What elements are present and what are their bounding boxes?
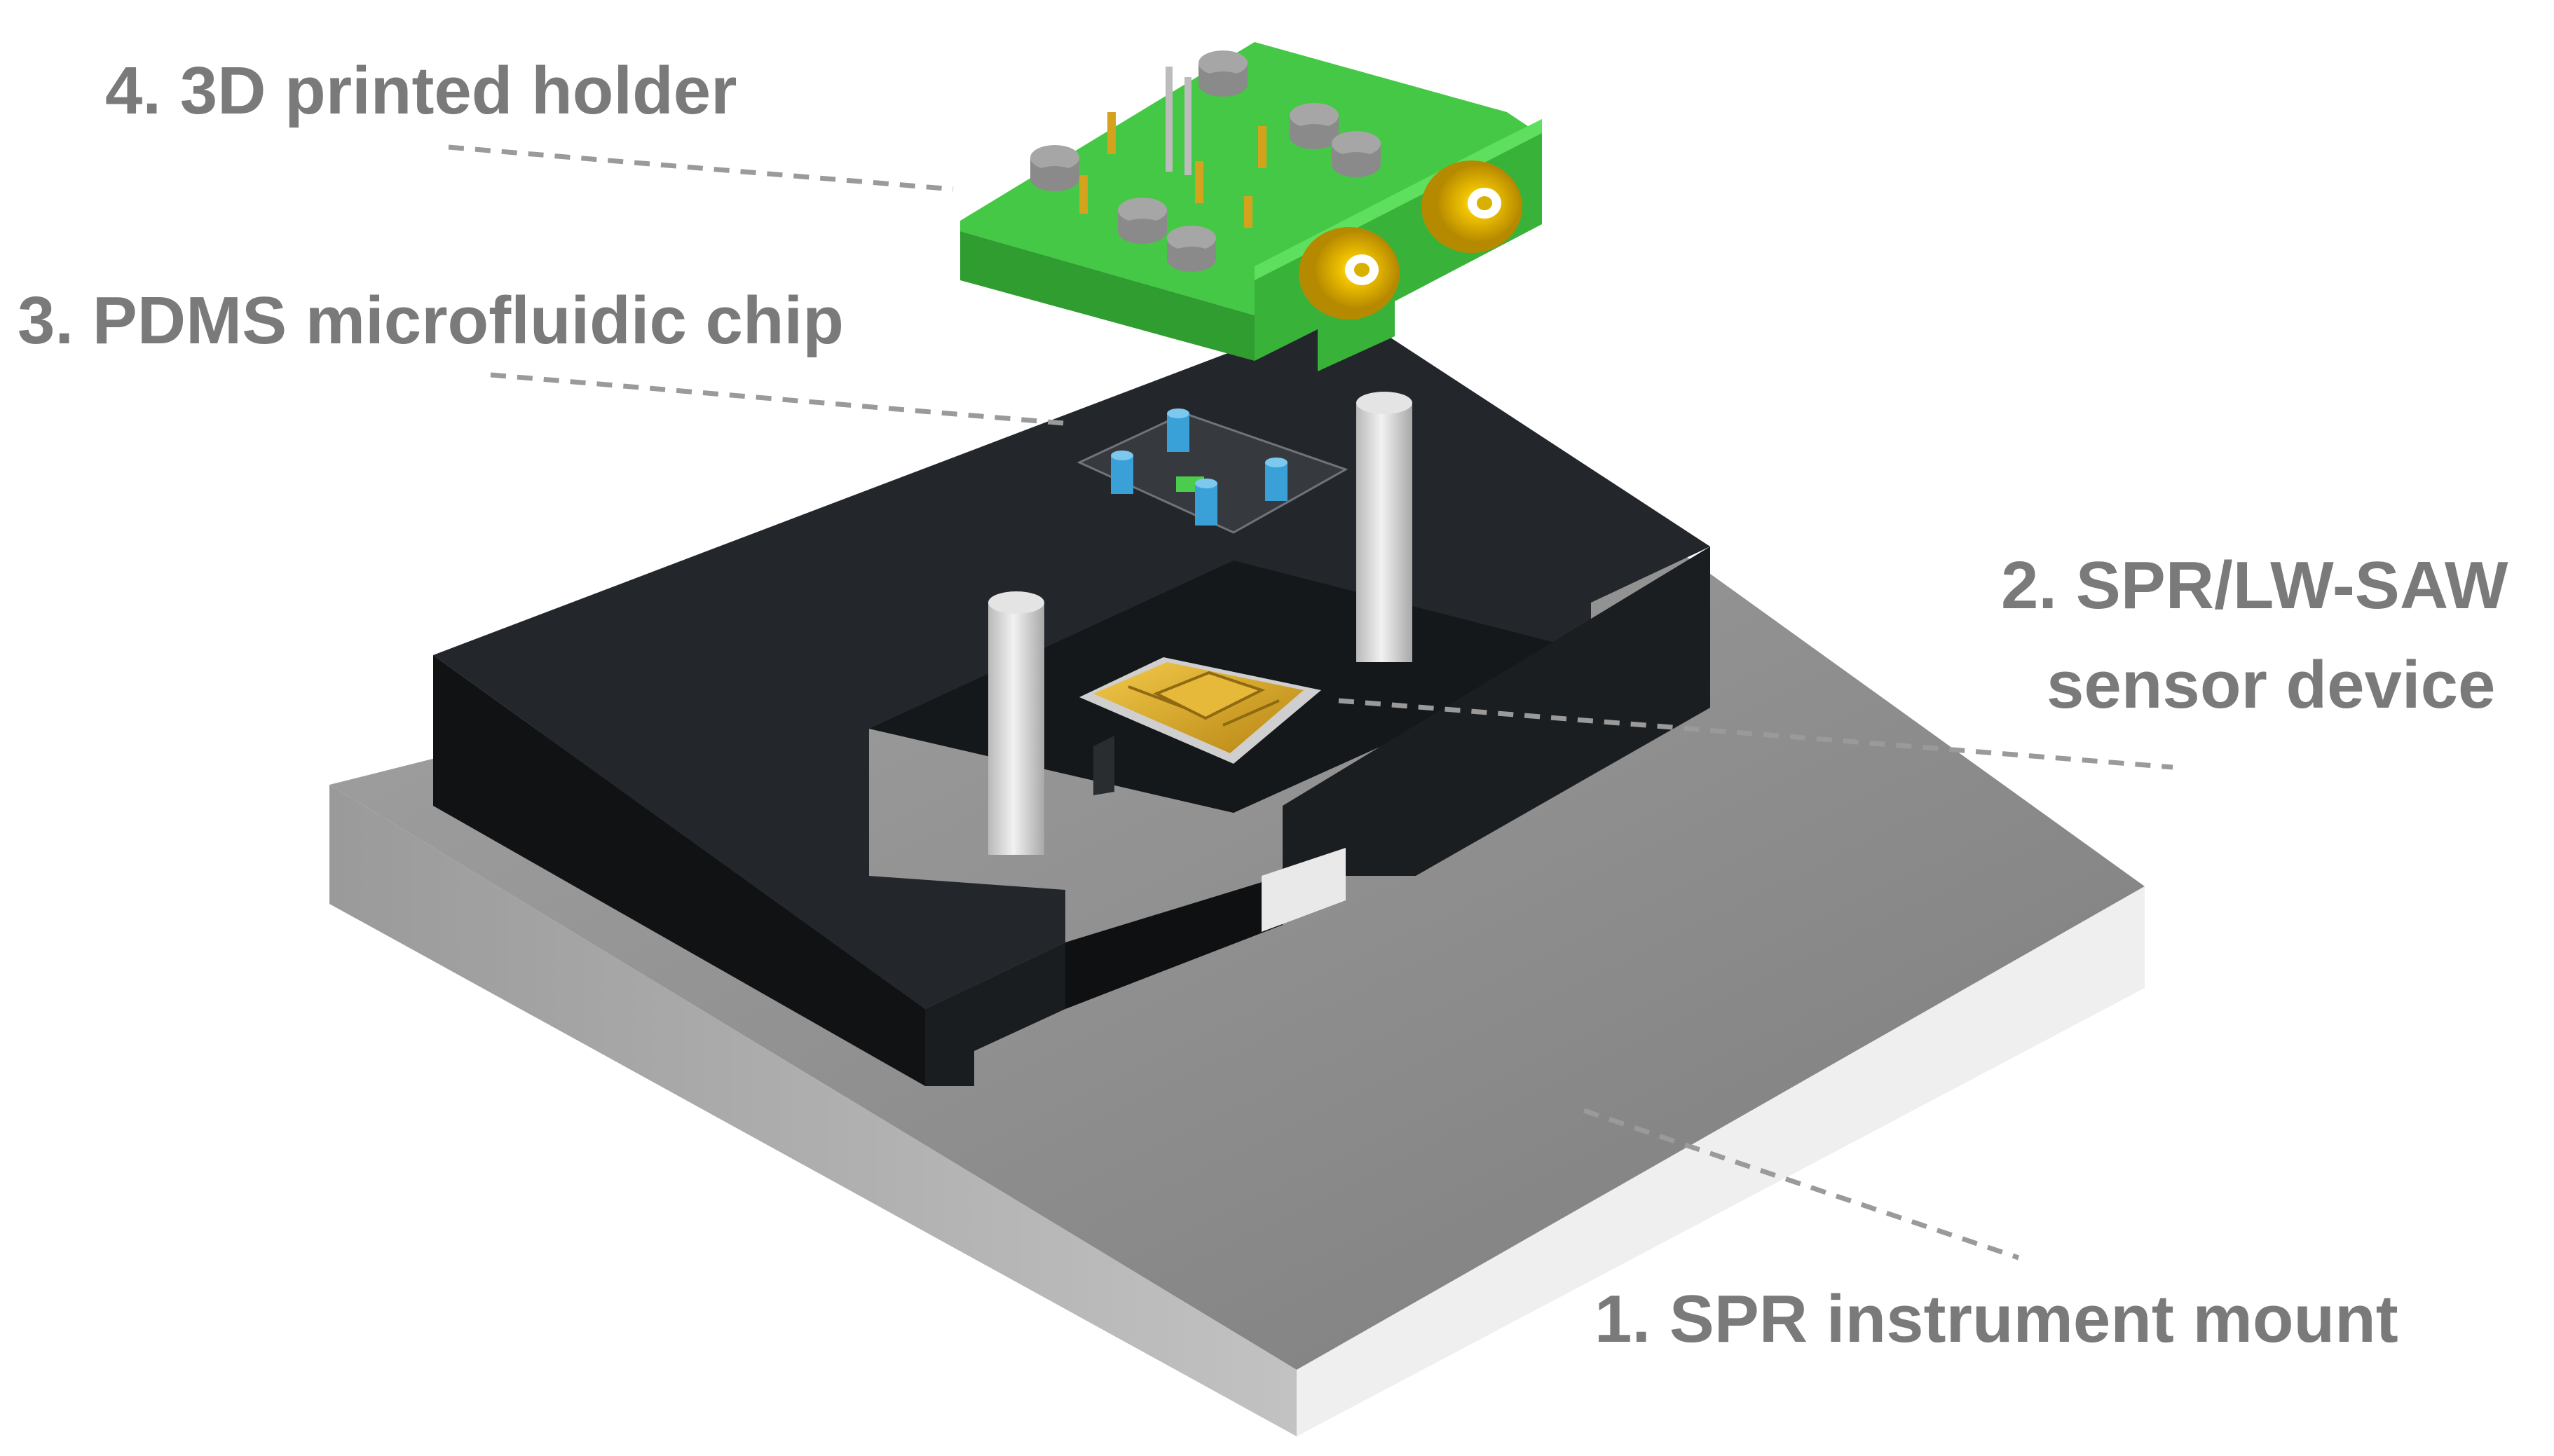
pdms-tube: [1265, 458, 1288, 501]
mount-right-face: [1297, 886, 2145, 1436]
housing-notch-floor: [1065, 876, 1283, 1009]
pillar-body: [1356, 403, 1412, 662]
pillar-top: [988, 591, 1044, 614]
housing-left-face: [433, 655, 925, 1086]
pin: [1166, 67, 1173, 172]
label-3d-printed-holder: 4. 3D printed holder: [105, 53, 737, 128]
printed-holder: [960, 42, 1542, 371]
pdms-tube: [1167, 408, 1189, 452]
holder-top-face: [960, 42, 1542, 315]
leader-line-holder: [448, 144, 954, 192]
spacer-disc: [1118, 198, 1167, 244]
holder-spacer-discs: [1030, 50, 1381, 272]
spacer-disc: [1199, 50, 1248, 97]
spacer-disc: [1290, 103, 1339, 149]
pin: [1079, 175, 1088, 214]
leader-line-sensor: [1338, 698, 2173, 770]
sma-connector: [1299, 227, 1400, 320]
sensor-stem: [1093, 736, 1114, 795]
housing-light-gap: [1262, 848, 1346, 932]
pillar-top: [1356, 392, 1412, 414]
label-pdms-microfluidic-chip: 3. PDMS microfluidic chip: [18, 283, 844, 358]
pdms-channel-tubes: [1111, 408, 1288, 526]
pin: [1107, 112, 1116, 154]
sma-connector: [1421, 160, 1522, 253]
label-sensor-device-line1: 2. SPR/LW-SAW: [2001, 548, 2508, 623]
label-sensor-device-line2: sensor device: [2047, 647, 2495, 722]
holder-front-face: [960, 231, 1255, 361]
pin: [1244, 196, 1252, 228]
spacer-disc: [1030, 145, 1079, 191]
holder-pins: [1079, 67, 1266, 228]
pin: [1258, 126, 1266, 168]
alignment-pillar-right: [1356, 392, 1412, 662]
leader-line-chip: [490, 372, 1073, 427]
spacer-disc: [1167, 226, 1216, 272]
housing-right-face: [1283, 547, 1710, 876]
spacer-disc: [1332, 131, 1381, 177]
pin: [1184, 77, 1191, 175]
sensor-idt-line: [1128, 685, 1185, 709]
leader-line-mount: [1583, 1108, 2020, 1261]
housing-notch-face: [925, 942, 1065, 1086]
pdms-tube: [1195, 479, 1217, 526]
pdms-block: [1077, 412, 1348, 534]
sensor-device: [1079, 657, 1321, 795]
label-spr-instrument-mount: 1. SPR instrument mount: [1594, 1282, 2398, 1357]
pin: [1195, 161, 1203, 203]
alignment-pillar-left: [988, 591, 1044, 855]
sensor-idt-line: [1222, 699, 1280, 727]
pillar-body: [988, 603, 1044, 855]
pdms-microfluidic-chip: [1077, 408, 1348, 534]
mount-left-face: [329, 785, 1297, 1436]
pdms-tube: [1111, 451, 1133, 494]
